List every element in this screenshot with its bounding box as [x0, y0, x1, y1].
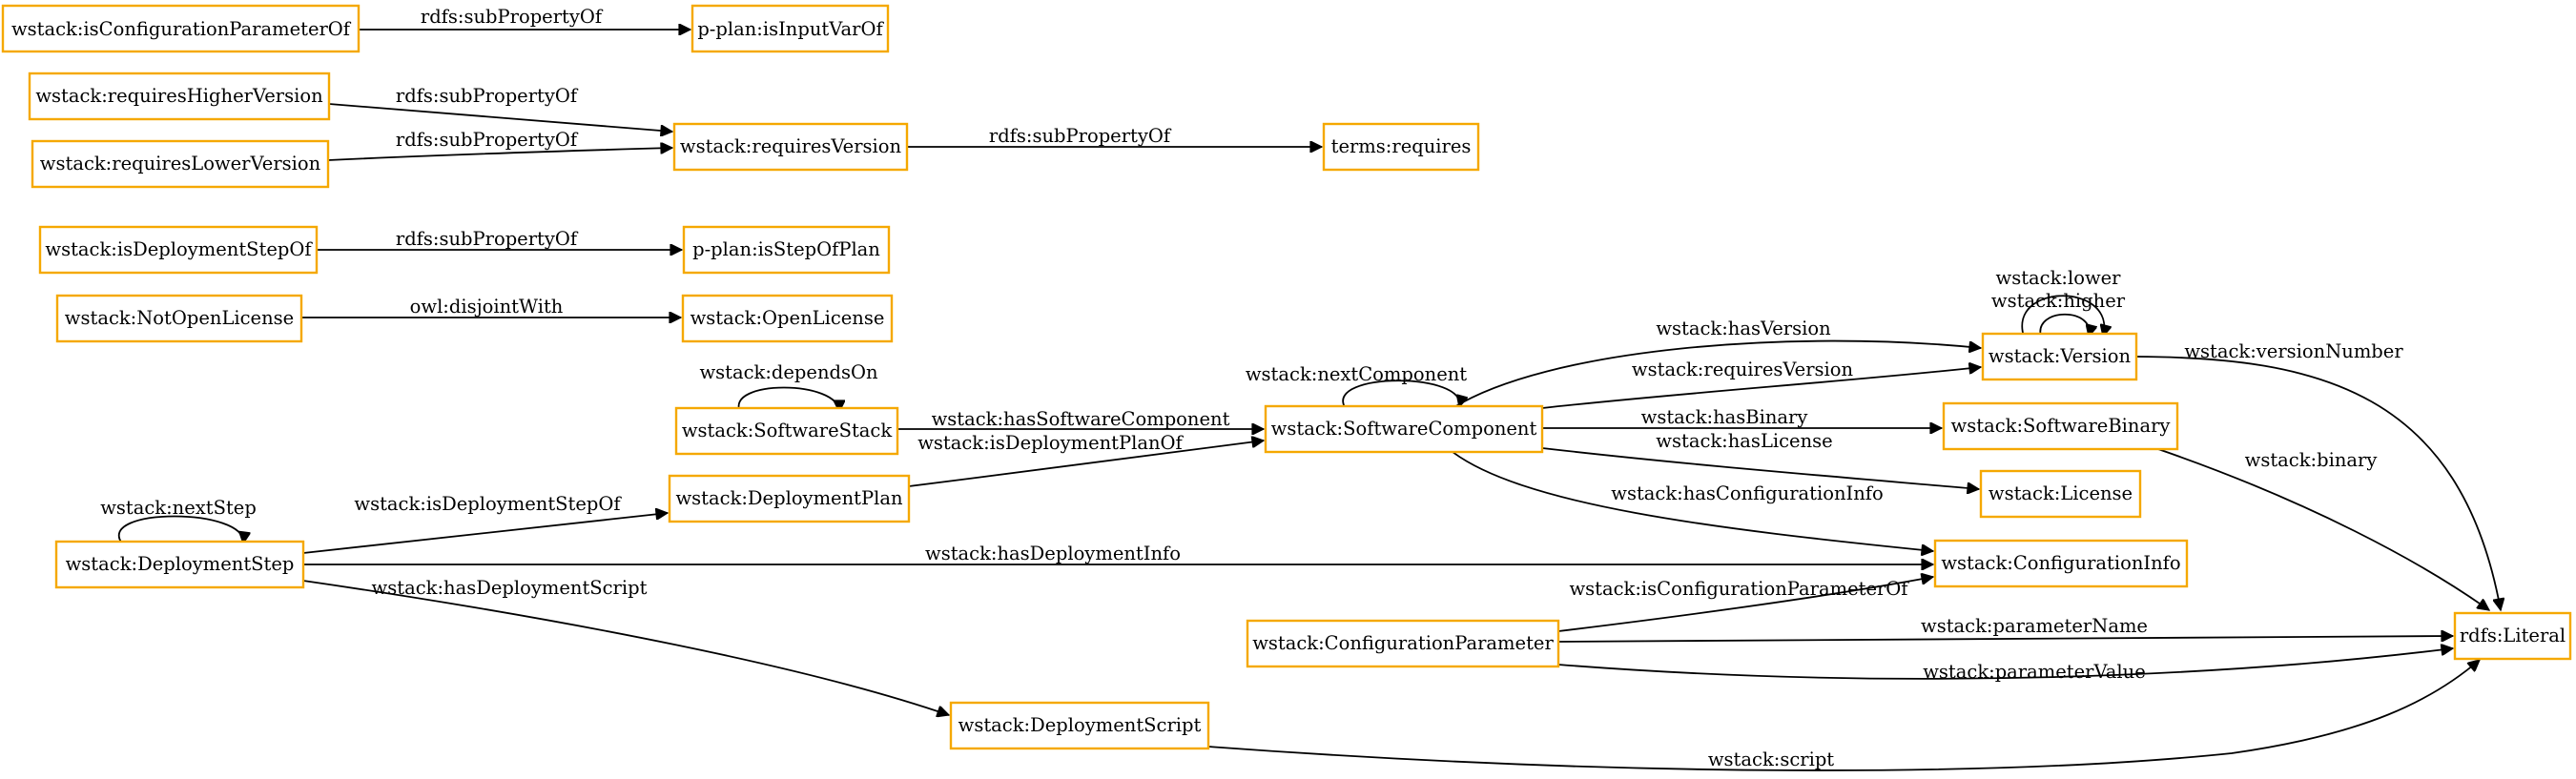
- node-requiresversion[interactable]: wstack:requiresVersion: [672, 122, 909, 172]
- edge-label: rdfs:subPropertyOf: [421, 6, 604, 28]
- edge-version-higher: wstack:higher: [1991, 290, 2126, 337]
- edge-deploymentstep-hasdeploymentscript: wstack:hasDeploymentScript: [302, 577, 949, 715]
- edge-label: rdfs:subPropertyOf: [396, 228, 579, 250]
- node-requireshigherversion[interactable]: wstack:requiresHigherVersion: [28, 72, 331, 121]
- edge-label: wstack:hasSoftwareComponent: [932, 408, 1230, 430]
- edge-label: wstack:isDeploymentStepOf: [354, 493, 622, 515]
- edges: rdfs:subPropertyOf rdfs:subPropertyOf rd…: [100, 6, 2501, 771]
- edge-softwarestack-dependson: wstack:dependsOn: [699, 361, 878, 412]
- node-label: wstack:DeploymentScript: [958, 714, 1202, 736]
- edge-label: wstack:hasVersion: [1656, 318, 1831, 339]
- node-softwarecomponent[interactable]: wstack:SoftwareComponent: [1264, 404, 1544, 454]
- node-configurationparameter[interactable]: wstack:ConfigurationParameter: [1246, 619, 1560, 668]
- edge-configurationparameter-parametervalue: wstack:parameterValue: [1557, 648, 2453, 683]
- edge-label: wstack:isDeploymentPlanOf: [917, 432, 1184, 454]
- edge-label: owl:disjointWith: [410, 296, 564, 318]
- node-label: p-plan:isInputVarOf: [697, 18, 884, 40]
- node-isconfigurationparameterof[interactable]: wstack:isConfigurationParameterOf: [1, 4, 361, 53]
- node-rdfs-literal[interactable]: rdfs:Literal: [2453, 611, 2572, 661]
- node-label: wstack:requiresVersion: [680, 135, 902, 157]
- edge-notopenlicense-disjointwith: owl:disjointWith: [301, 296, 681, 318]
- node-softwarestack[interactable]: wstack:SoftwareStack: [674, 406, 899, 456]
- edge-label: wstack:hasLicense: [1656, 430, 1832, 452]
- node-label: wstack:isConfigurationParameterOf: [11, 18, 352, 40]
- edge-requiresversion-subpropertyof: rdfs:subPropertyOf: [907, 125, 1322, 147]
- edge-requireshigherversion-subpropertyof: rdfs:subPropertyOf: [328, 85, 672, 132]
- node-label: wstack:SoftwareStack: [682, 420, 893, 441]
- node-deploymentstep[interactable]: wstack:DeploymentStep: [54, 540, 305, 589]
- node-label: wstack:OpenLicense: [690, 307, 885, 329]
- edge-softwarecomponent-hasversion: wstack:hasVersion: [1449, 318, 1981, 411]
- node-label: wstack:SoftwareComponent: [1271, 418, 1537, 440]
- edge-softwarecomponent-requiresversion: wstack:requiresVersion: [1541, 359, 1981, 409]
- edge-softwarecomponent-hasbinary: wstack:hasBinary: [1542, 406, 1942, 428]
- node-label: p-plan:isStepOfPlan: [692, 238, 880, 260]
- node-label: wstack:License: [1989, 482, 2133, 504]
- edge-version-versionnumber: wstack:versionNumber: [2135, 340, 2501, 610]
- node-configurationinfo[interactable]: wstack:ConfigurationInfo: [1933, 539, 2189, 588]
- edge-label: wstack:nextStep: [100, 497, 257, 519]
- node-isdeploymentstepof[interactable]: wstack:isDeploymentStepOf: [38, 225, 319, 275]
- edge-label: wstack:hasConfigurationInfo: [1611, 482, 1883, 504]
- edge-softwarecomponent-hasconfigurationinfo: wstack:hasConfigurationInfo: [1447, 447, 1933, 551]
- edge-label: wstack:versionNumber: [2184, 340, 2403, 362]
- node-label: wstack:NotOpenLicense: [65, 307, 294, 329]
- edge-label: rdfs:subPropertyOf: [396, 85, 579, 107]
- edge-label: wstack:hasDeploymentInfo: [925, 543, 1181, 564]
- node-isstepofplan[interactable]: p-plan:isStepOfPlan: [682, 225, 891, 275]
- edge-softwarecomponent-haslicense: wstack:hasLicense: [1525, 430, 1979, 489]
- node-label: wstack:ConfigurationParameter: [1252, 632, 1554, 654]
- edge-label: wstack:script: [1708, 748, 1834, 770]
- node-label: wstack:DeploymentPlan: [675, 487, 903, 509]
- edge-deploymentstep-hasdeploymentinfo: wstack:hasDeploymentInfo: [303, 543, 1933, 564]
- node-requireslowerversion[interactable]: wstack:requiresLowerVersion: [31, 139, 330, 189]
- node-label: wstack:DeploymentStep: [66, 553, 295, 575]
- node-isinputvarof[interactable]: p-plan:isInputVarOf: [690, 4, 890, 53]
- edge-label: wstack:requiresVersion: [1632, 359, 1854, 380]
- node-version[interactable]: wstack:Version: [1981, 332, 2138, 381]
- node-terms-requires[interactable]: terms:requires: [1322, 122, 1480, 172]
- edge-label: wstack:higher: [1991, 290, 2126, 312]
- edge-label: wstack:isConfigurationParameterOf: [1569, 578, 1909, 600]
- edge-isconfigurationparameterof-subpropertyof: rdfs:subPropertyOf: [359, 6, 690, 30]
- edge-deploymentstep-isdeploymentstepof: wstack:isDeploymentStepOf: [302, 493, 668, 554]
- edge-softwarebinary-binary: wstack:binary: [2154, 447, 2489, 610]
- node-label: wstack:Version: [1989, 345, 2132, 367]
- edge-deploymentscript-script: wstack:script: [1207, 660, 2480, 771]
- edge-label: wstack:hasDeploymentScript: [372, 577, 648, 599]
- edge-label: wstack:binary: [2245, 449, 2378, 471]
- node-softwarebinary[interactable]: wstack:SoftwareBinary: [1942, 401, 2179, 451]
- edge-configurationparameter-isconfigurationparameterof: wstack:isConfigurationParameterOf: [1557, 577, 1933, 632]
- edge-configurationparameter-parametername: wstack:parameterName: [1557, 615, 2453, 643]
- edge-label: wstack:nextComponent: [1246, 363, 1467, 385]
- node-deploymentplan[interactable]: wstack:DeploymentPlan: [668, 474, 911, 523]
- node-label: rdfs:Literal: [2460, 625, 2566, 646]
- edge-deploymentstep-nextstep: wstack:nextStep: [100, 497, 257, 543]
- node-label: terms:requires: [1331, 135, 1472, 157]
- edge-label: rdfs:subPropertyOf: [396, 129, 579, 151]
- edge-label: wstack:parameterValue: [1923, 661, 2146, 683]
- edge-version-lower: wstack:lower: [1996, 267, 2122, 337]
- edge-label: wstack:parameterName: [1921, 615, 2148, 637]
- nodes: wstack:isConfigurationParameterOf p-plan…: [1, 4, 2572, 750]
- edge-label: rdfs:subPropertyOf: [989, 125, 1172, 147]
- node-label: wstack:SoftwareBinary: [1951, 415, 2171, 437]
- edge-requireslowerversion-subpropertyof: rdfs:subPropertyOf: [327, 129, 672, 161]
- node-label: wstack:isDeploymentStepOf: [45, 238, 313, 260]
- edge-label: wstack:lower: [1996, 267, 2122, 289]
- node-openlicense[interactable]: wstack:OpenLicense: [681, 294, 894, 343]
- edge-label: wstack:dependsOn: [699, 361, 878, 383]
- node-label: wstack:ConfigurationInfo: [1941, 552, 2180, 574]
- edge-label: wstack:hasBinary: [1641, 406, 1808, 428]
- edge-isdeploymentstepof-subpropertyof: rdfs:subPropertyOf: [317, 228, 682, 250]
- node-label: wstack:requiresHigherVersion: [35, 85, 323, 107]
- edge-softwarecomponent-nextcomponent: wstack:nextComponent: [1246, 363, 1467, 407]
- edge-softwarestack-hassoftwarecomponent: wstack:hasSoftwareComponent: [897, 408, 1264, 430]
- edge-deploymentplan-isdeploymentplanof: wstack:isDeploymentPlanOf: [908, 432, 1264, 487]
- node-label: wstack:requiresLowerVersion: [40, 153, 321, 174]
- node-notopenlicense[interactable]: wstack:NotOpenLicense: [55, 294, 303, 343]
- node-license[interactable]: wstack:License: [1979, 469, 2142, 519]
- node-deploymentscript[interactable]: wstack:DeploymentScript: [949, 701, 1210, 750]
